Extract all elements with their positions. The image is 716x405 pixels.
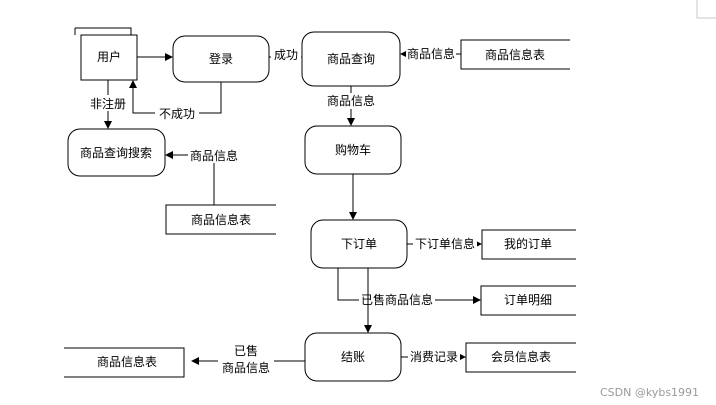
store-my-orders: 我的订单 bbox=[481, 229, 576, 260]
process-product-search: 商品查询搜索 bbox=[67, 128, 166, 177]
process-shopping-cart-label: 购物车 bbox=[335, 142, 371, 157]
flow-success-label: 成功 bbox=[274, 48, 298, 62]
flow-failure-label-bg bbox=[155, 105, 199, 121]
flow-info-cart-label-bg bbox=[326, 93, 376, 109]
store-member-table-label: 会员信息表 bbox=[491, 349, 551, 364]
flow-info-search-label-bg bbox=[188, 147, 240, 163]
flow-sold-2line-label-bg bbox=[218, 343, 274, 377]
process-login: 登录 bbox=[172, 35, 270, 83]
flow-sold-line1-label: 已售 bbox=[234, 343, 258, 358]
entity-user: 用户 bbox=[74, 27, 138, 81]
store-product-table-left-box bbox=[165, 204, 276, 235]
flow-failure-label: 不成功 bbox=[159, 107, 195, 121]
flow-order-info-label-bg bbox=[413, 236, 477, 252]
store-member-table-box bbox=[465, 342, 576, 373]
process-checkout: 结账 bbox=[304, 332, 402, 382]
flow-info-query-label: 商品信息 bbox=[407, 46, 455, 61]
flow-order-info-label: 下订单信息 bbox=[415, 236, 475, 251]
process-place-order-label: 下订单 bbox=[341, 237, 377, 251]
entity-user-label: 用户 bbox=[97, 49, 121, 64]
store-member-table: 会员信息表 bbox=[465, 342, 576, 373]
page-corner-mark bbox=[696, 0, 716, 19]
store-my-orders-box bbox=[481, 229, 576, 260]
flow-info-cart-label: 商品信息 bbox=[327, 93, 375, 108]
process-checkout-label: 结账 bbox=[341, 350, 365, 364]
store-product-table-bottom-box bbox=[64, 347, 185, 378]
entity-user-shadow bbox=[74, 27, 132, 35]
store-order-details: 订单明细 bbox=[480, 285, 576, 316]
flow-info-query-label-bg bbox=[406, 46, 456, 62]
process-login-label: 登录 bbox=[209, 51, 233, 66]
flow-consumption-label: 消费记录 bbox=[410, 350, 458, 364]
flow-success-label-bg bbox=[271, 46, 301, 62]
store-product-table-top-label: 商品信息表 bbox=[485, 47, 545, 62]
store-order-details-box bbox=[480, 285, 576, 316]
store-order-details-label: 订单明细 bbox=[504, 293, 552, 307]
process-shopping-cart: 购物车 bbox=[304, 125, 402, 175]
store-product-table-bottom-label: 商品信息表 bbox=[97, 354, 157, 369]
watermark: CSDN @kybs1991 bbox=[600, 386, 699, 399]
flow-unregistered-label-bg bbox=[86, 95, 130, 111]
store-product-table-top: 商品信息表 bbox=[460, 39, 570, 70]
flow-consumption-label-bg bbox=[408, 349, 460, 365]
flow-sold-info-label: 已售商品信息 bbox=[361, 292, 433, 307]
store-product-table-left: 商品信息表 bbox=[165, 204, 276, 235]
process-product-query-label: 商品查询 bbox=[327, 51, 375, 66]
store-product-table-bottom: 商品信息表 bbox=[64, 347, 185, 378]
process-product-search-label: 商品查询搜索 bbox=[80, 145, 152, 160]
process-product-query: 商品查询 bbox=[301, 31, 401, 87]
store-product-table-left-label: 商品信息表 bbox=[191, 212, 251, 227]
flow-sold-line2-label: 商品信息 bbox=[222, 360, 270, 375]
process-place-order: 下订单 bbox=[310, 219, 408, 269]
flow-sold-info-label-bg bbox=[359, 292, 435, 308]
flow-unregistered-label: 非注册 bbox=[90, 96, 126, 111]
store-my-orders-label: 我的订单 bbox=[504, 236, 552, 251]
flow-info-search-label: 商品信息 bbox=[190, 148, 238, 163]
